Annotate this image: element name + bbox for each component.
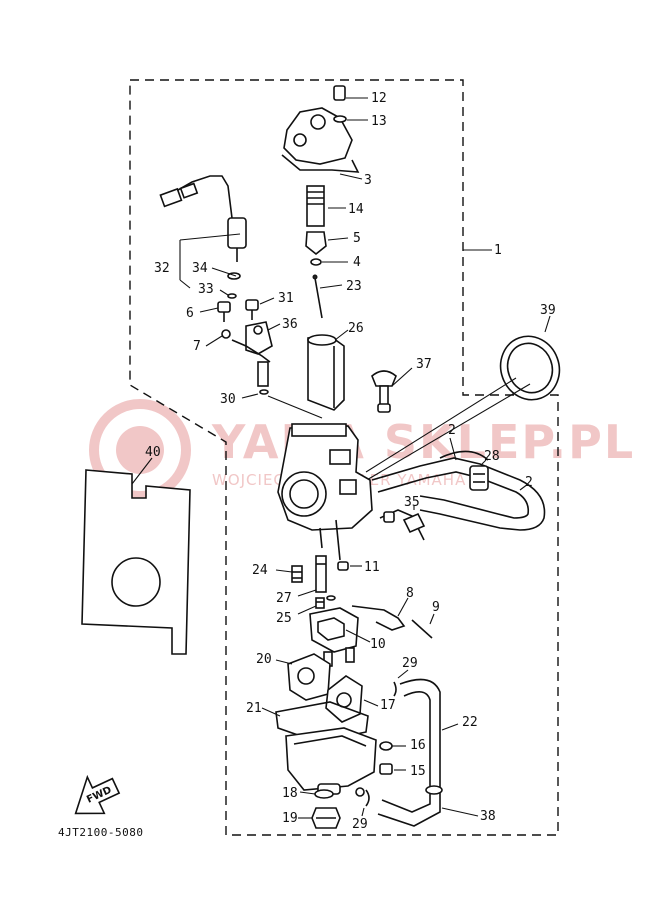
callout-34: 34: [192, 261, 208, 276]
throttle-valve: [307, 334, 345, 411]
callout-16: 16: [410, 738, 426, 753]
callout-17: 17: [380, 698, 396, 713]
drain-plug: [337, 561, 349, 571]
callout-26: 26: [348, 321, 364, 336]
callout-21: 21: [246, 701, 262, 716]
callout-28: 28: [484, 449, 500, 464]
callout-labels: 1 2 2 3 4 5 6 7 8 9 10 11 12 13 14 15 16…: [145, 91, 556, 832]
carburetor-body: [277, 423, 373, 561]
float-o-ring: [326, 595, 336, 601]
callout-25: 25: [276, 611, 292, 626]
callout-12: 12: [371, 91, 387, 106]
pilot-jet: [291, 565, 303, 583]
callout-18: 18: [282, 786, 298, 801]
callout-29-upper: 29: [402, 656, 418, 671]
watermark-brand: YAMA SKLEP.PL: [211, 415, 635, 469]
fwd-arrow: FWD: [74, 774, 121, 815]
needle-jet: [315, 555, 327, 593]
float-pin-bracket: [351, 605, 406, 631]
accelerator-pump-cover: [287, 653, 331, 701]
callout-30: 30: [220, 392, 236, 407]
drain-bolt: [311, 807, 341, 829]
callout-9: 9: [432, 600, 440, 615]
callout-27: 27: [276, 591, 292, 606]
callout-7: 7: [193, 339, 201, 354]
callout-40: 40: [145, 445, 161, 460]
callout-2-upper: 2: [448, 423, 456, 438]
callout-36: 36: [282, 317, 298, 332]
callout-3: 3: [364, 173, 372, 188]
choke-plunger: [371, 370, 397, 413]
mounting-screw: [217, 301, 231, 322]
callout-38: 38: [480, 809, 496, 824]
hose-clip-bottom: [365, 789, 370, 807]
callout-10: 10: [370, 637, 386, 652]
float-bowl-cover: [325, 675, 363, 723]
vent-hoses: [371, 450, 546, 531]
callout-20: 20: [256, 652, 272, 667]
callout-39: 39: [540, 303, 556, 318]
pilot-valve-body: [231, 321, 273, 387]
callout-1: 1: [494, 243, 502, 258]
pilot-air-screw: [379, 509, 426, 541]
callout-23: 23: [346, 279, 362, 294]
callout-14: 14: [348, 202, 364, 217]
callout-11: 11: [364, 560, 380, 575]
jet-needle: [312, 274, 323, 319]
intake-clamp: [499, 335, 561, 401]
hose-clip-top: [393, 681, 397, 697]
bowl-o-ring: [379, 741, 393, 751]
callout-24: 24: [252, 563, 268, 578]
float-bowl-gasket: [275, 701, 369, 743]
callout-13: 13: [371, 114, 387, 129]
callout-22: 22: [462, 715, 478, 730]
needle-holder: [305, 231, 327, 256]
washer: [221, 329, 231, 339]
callout-32: 32: [154, 261, 170, 276]
float-bowl: [285, 727, 377, 797]
callout-5: 5: [353, 231, 361, 246]
throttle-spring: [306, 185, 325, 227]
callout-8: 8: [406, 586, 414, 601]
callout-15: 15: [410, 764, 426, 779]
callout-31: 31: [278, 291, 294, 306]
callout-33: 33: [198, 282, 214, 297]
callout-4: 4: [353, 255, 361, 270]
needle-clip: [310, 258, 322, 266]
callout-37: 37: [416, 357, 432, 372]
assembly-boundary: [129, 79, 559, 836]
float-assembly: [309, 607, 359, 667]
callout-2-lower: 2: [525, 475, 533, 490]
callout-35: 35: [404, 495, 420, 510]
bowl-bolt: [379, 763, 393, 775]
float-pin: [411, 619, 433, 639]
carb-top-cap: [281, 85, 360, 173]
main-jet: [315, 597, 325, 609]
insulator-plate: [81, 469, 191, 655]
callout-29-lower: 29: [352, 817, 368, 832]
callout-6: 6: [186, 306, 194, 321]
throttle-sensor: [159, 175, 247, 299]
drawing-code: 4JT2100-5080: [58, 826, 143, 839]
drain-gasket: [314, 789, 334, 799]
adjust-screw: [245, 299, 259, 320]
overflow-hose: [399, 678, 441, 784]
drain-hose: [377, 784, 443, 827]
callout-19: 19: [282, 811, 298, 826]
o-ring: [259, 389, 269, 395]
